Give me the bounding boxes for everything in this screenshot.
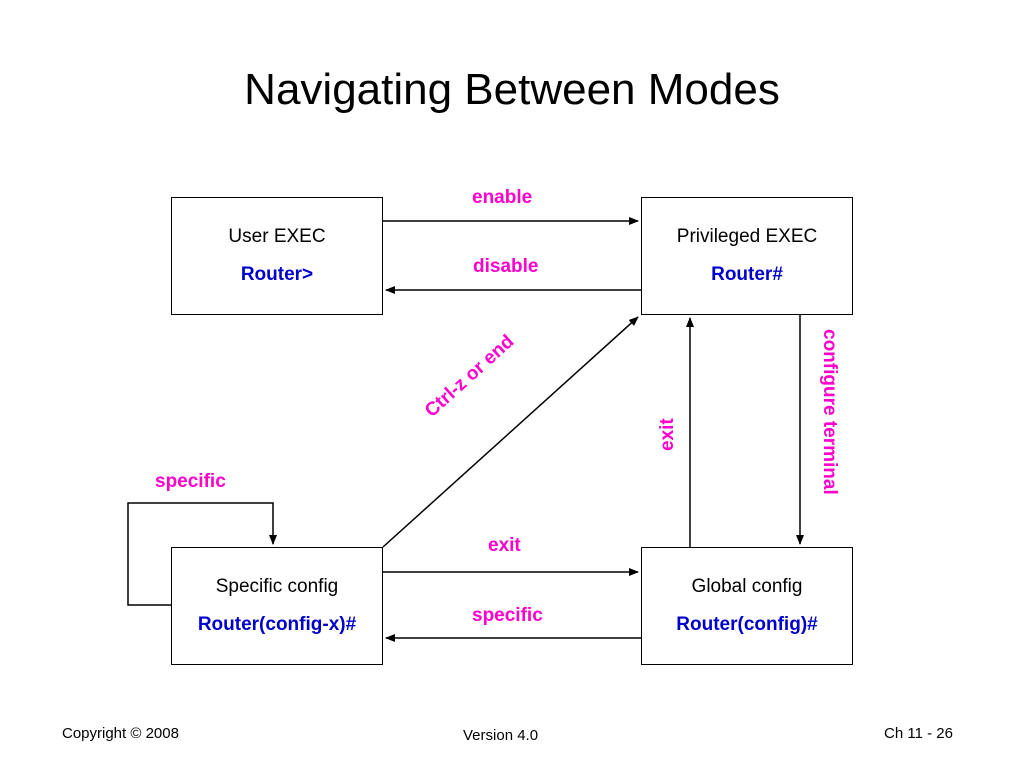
configure-terminal-label: configure terminal xyxy=(819,329,840,495)
user-exec-label: User EXEC xyxy=(228,226,326,247)
user-exec-prompt: Router> xyxy=(240,264,314,285)
global-config-label: Global config xyxy=(691,576,803,597)
user-exec-box: User EXEC Router> xyxy=(171,197,383,315)
specific-left-label: specific xyxy=(472,605,543,626)
exit-right-label: exit xyxy=(488,535,521,556)
specific-config-box: Specific config Router(config-x)# xyxy=(171,547,383,665)
privileged-exec-prompt: Router# xyxy=(711,264,783,285)
page-number: Ch 11 - 26 xyxy=(884,725,953,742)
disable-label: disable xyxy=(473,256,539,277)
enable-label: enable xyxy=(472,187,533,208)
global-config-prompt: Router(config)# xyxy=(676,614,818,635)
slide-title: Navigating Between Modes xyxy=(244,65,780,114)
specific-loop-label: specific xyxy=(155,471,226,492)
ctrl-z-arrow xyxy=(382,316,639,548)
version-text: Version 4.0 xyxy=(463,727,539,744)
specific-config-prompt: Router(config-x)# xyxy=(197,614,357,635)
copyright-text: Copyright © 2008 xyxy=(62,725,179,742)
exit-up-label: exit xyxy=(657,418,678,451)
specific-config-label: Specific config xyxy=(215,576,339,597)
privileged-exec-box: Privileged EXEC Router# xyxy=(641,197,853,315)
privileged-exec-label: Privileged EXEC xyxy=(676,226,818,247)
specific-loop-arrow xyxy=(127,502,277,606)
global-config-box: Global config Router(config)# xyxy=(641,547,853,665)
